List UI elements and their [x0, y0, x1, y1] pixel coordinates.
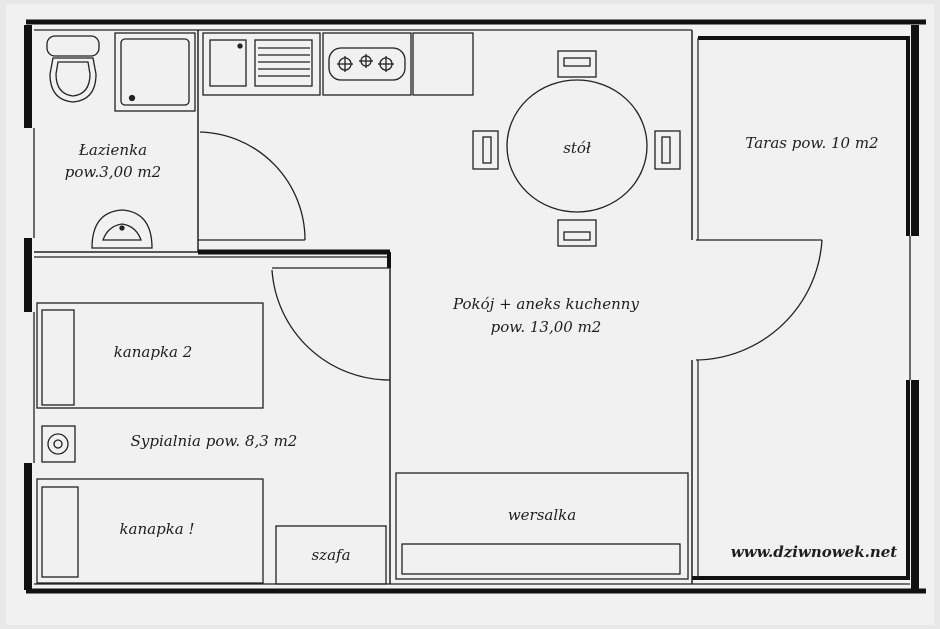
stove-icon — [322, 32, 412, 96]
couch-label: wersalka — [508, 506, 576, 524]
couch — [395, 472, 689, 580]
chair-right-icon — [654, 130, 681, 170]
wardrobe — [275, 525, 387, 585]
shower-tray-icon — [114, 32, 196, 112]
toilet-icon — [46, 35, 100, 103]
wardrobe-label: szafa — [311, 546, 350, 564]
dining-table — [472, 50, 681, 247]
sofa-bed-2 — [36, 302, 264, 409]
terrace-label: Taras pow. 10 m2 — [745, 134, 878, 152]
bedroom-label: Sypialnia pow. 8,3 m2 — [131, 432, 298, 450]
kitchen-sink-icon — [202, 32, 321, 96]
watermark: www.dziwnowek.net — [731, 543, 897, 561]
chair-top-icon — [557, 50, 597, 78]
bedside-lamp-icon — [41, 425, 76, 463]
walls — [24, 19, 926, 594]
paper-sheet — [6, 4, 934, 625]
chair-bottom-icon — [557, 219, 597, 247]
sofa-bed-2-label: kanapka 2 — [114, 343, 193, 361]
sofa-bed-1-label: kanapka ! — [119, 520, 194, 538]
sofa-bed-1 — [36, 478, 264, 584]
table-label: stół — [563, 139, 591, 157]
bathroom-name: Łazienka — [78, 141, 147, 159]
washbasin-icon — [91, 209, 153, 249]
living-room-name: Pokój + aneks kuchenny — [452, 295, 639, 313]
chair-left-icon — [472, 130, 499, 170]
bedroom-door-swing — [271, 269, 391, 381]
living-room-area: pow. 13,00 m2 — [491, 318, 602, 336]
bathroom-area: pow.3,00 m2 — [65, 163, 161, 181]
bathroom-door-swing — [199, 131, 306, 241]
terrace-door-swing — [695, 239, 823, 361]
doors — [199, 131, 823, 381]
fridge-icon — [412, 32, 474, 96]
